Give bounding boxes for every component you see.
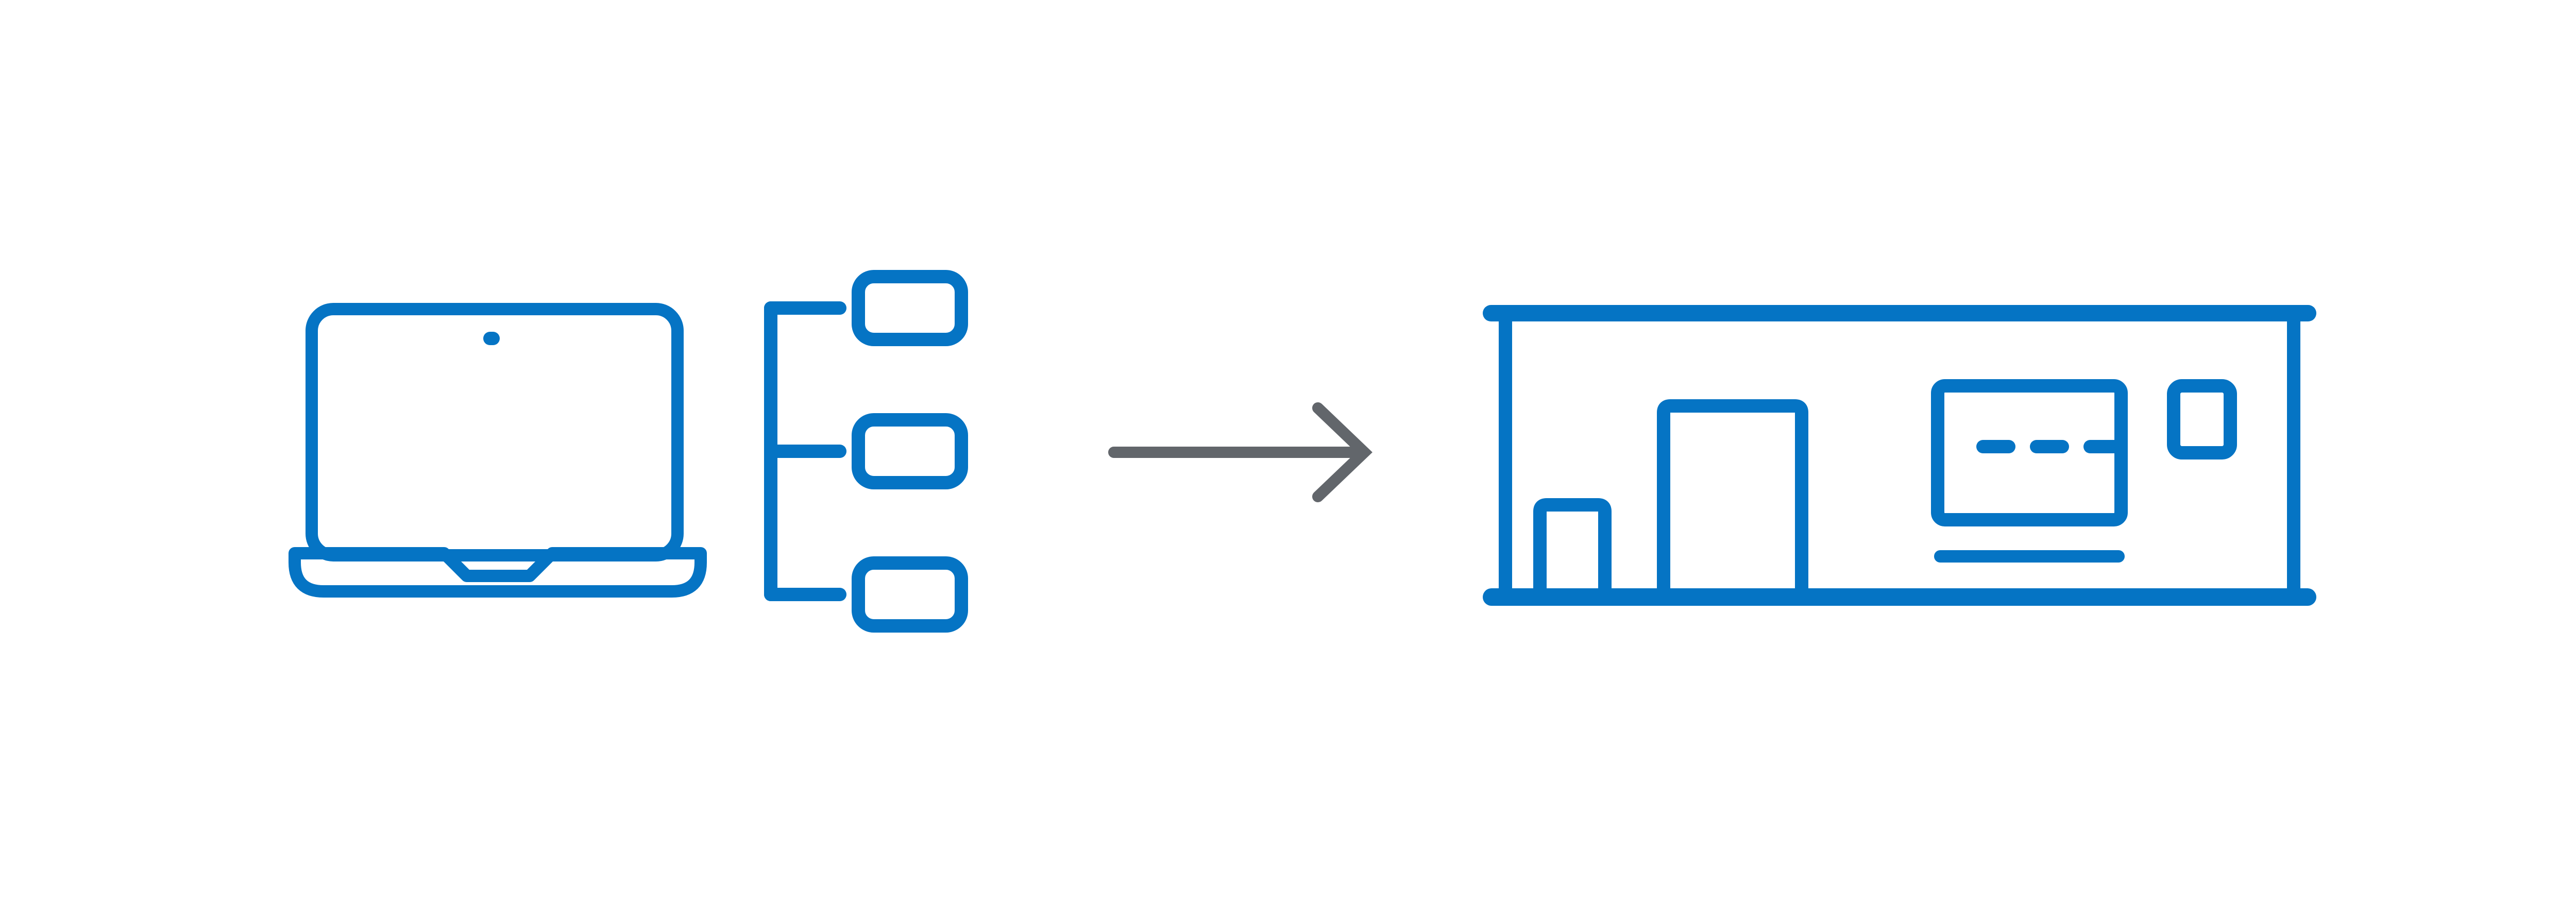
laptop-icon [289,303,707,598]
display-dash-1 [1976,440,2015,453]
tree-node-card-3[interactable] [852,556,968,633]
laptop-base [289,547,707,598]
display-dash-3 [2083,440,2123,453]
tree-node-card-2[interactable] [852,413,968,489]
storefront-side-square [2167,379,2237,460]
arrow-head [1312,402,1372,502]
storefront-tall-bar [1657,399,1808,590]
laptop-screen-bezel [306,303,684,561]
storefront-icon [1483,305,2316,606]
storefront-panel-underline [1934,550,2125,563]
storefront-floor [1483,588,2316,606]
tree-node-card-1[interactable] [852,270,968,346]
arrow-right-icon [1108,402,1372,502]
laptop-camera-icon [483,332,500,345]
storefront-display-panel [1931,379,2128,526]
storefront-short-bar [1533,498,1612,590]
display-dash-2 [2030,440,2069,453]
storefront-roof [1483,305,2316,321]
tree-list-icon [764,270,968,633]
